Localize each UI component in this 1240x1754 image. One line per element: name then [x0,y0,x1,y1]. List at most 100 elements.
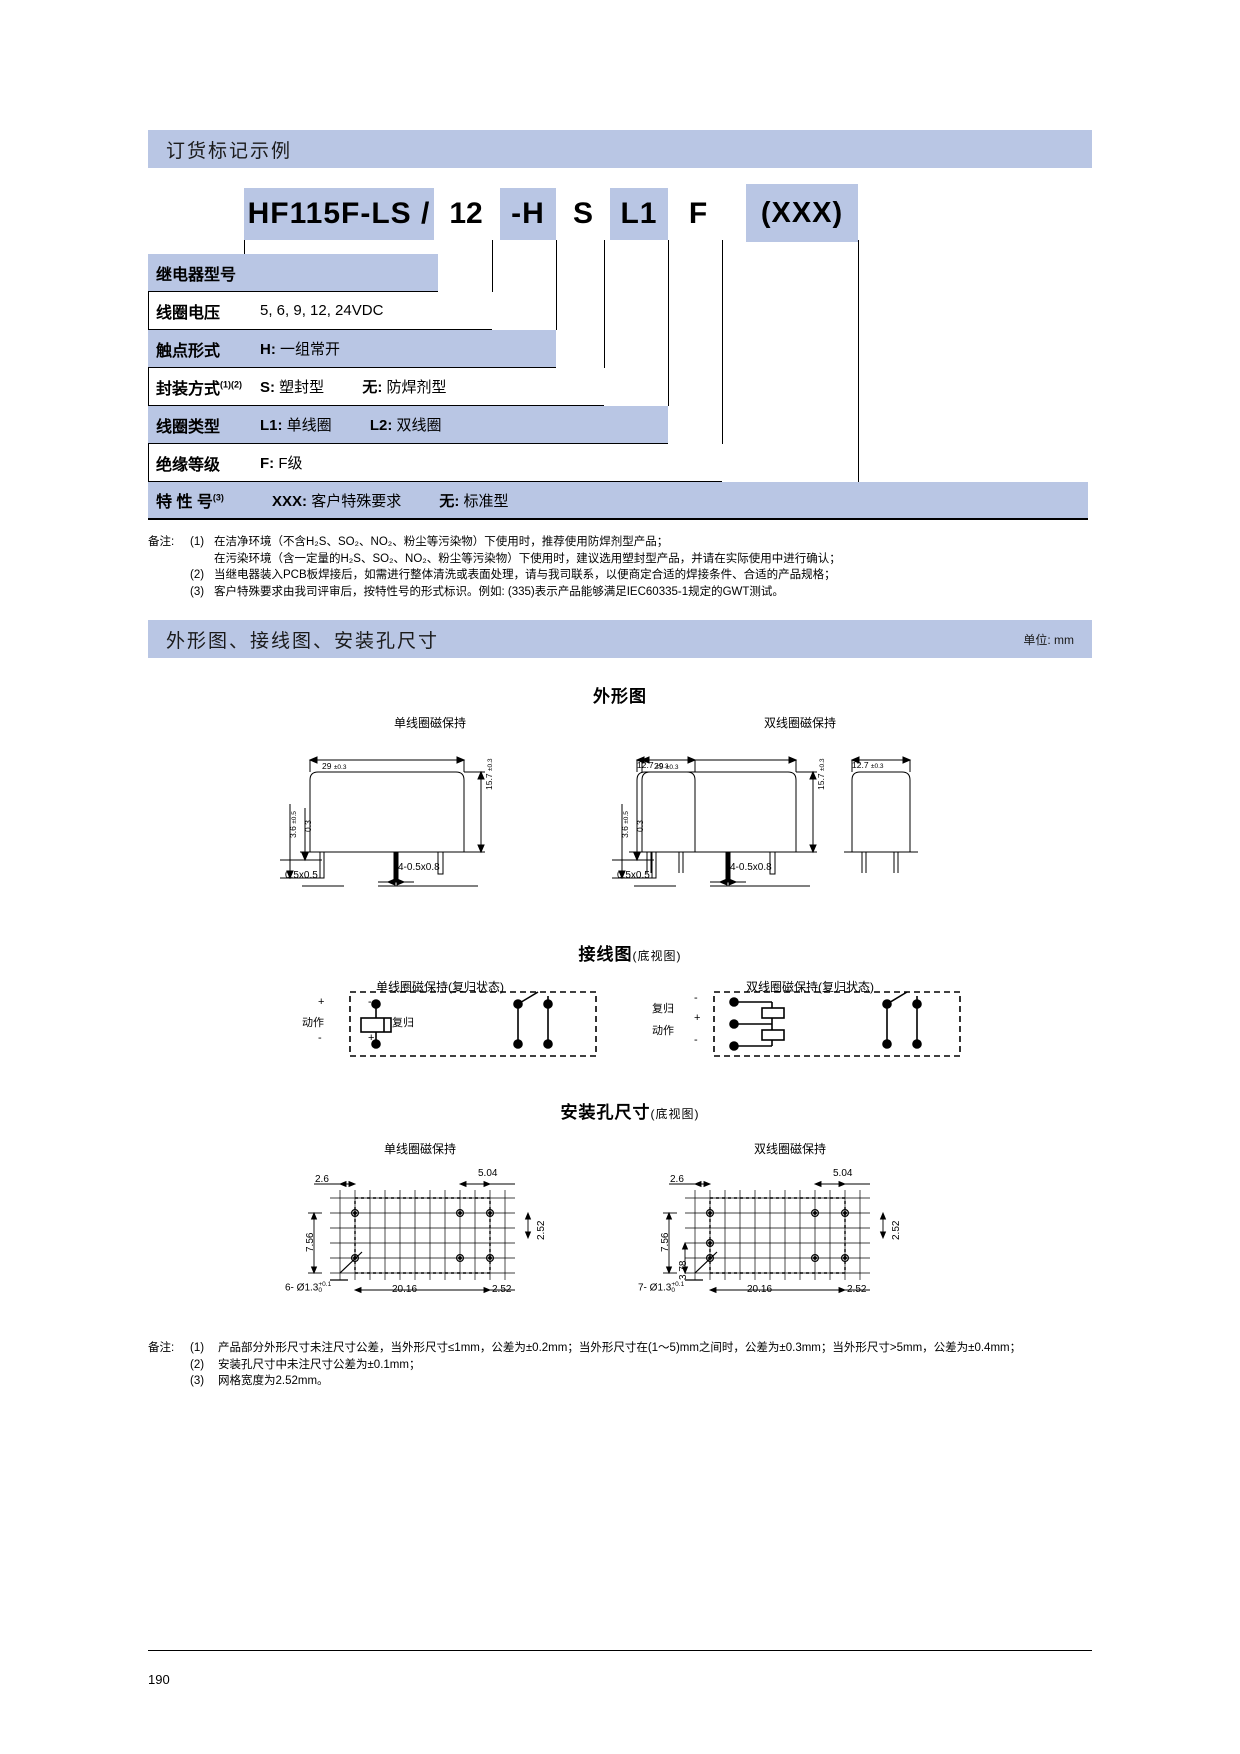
wiring-dual-p3: - [694,1034,698,1046]
pcb-layout-single [308,1180,532,1294]
section-header-drawings: 外形图、接线图、安装孔尺寸 单位: mm [148,620,1092,658]
order-row-sup: (3) [212,492,224,503]
notes-lead: 备注: [148,1342,175,1354]
drawing-notes: 备注: (1) 产品部分外形尺寸未注尺寸公差，当外形尺寸≤1mm，公差为±0.2… [148,1340,1088,1390]
connector-voltage [492,240,493,292]
order-row-label: 封装方式 [156,380,221,398]
note-text: 网格宽度为2.52mm。 [218,1375,329,1387]
dim-outline-pinlen: 3.6 ±0.5 [288,811,298,838]
order-row-coiltype: 线圈类型 L1: 单线圈 L2: 双线圈 [148,406,668,444]
order-row-value-2: 双线圈 [396,417,442,434]
dim-pcb-b-dual: 5.04 [833,1168,853,1179]
note-number: (2) [190,1358,205,1371]
code-part-model: HF115F-LS / [244,188,434,240]
dim-pcb-a-dual: 2.6 [670,1174,684,1185]
ordering-code-row: HF115F-LS / 12 -H S L1 F (XXX) [148,184,1088,242]
wiring-diagram-dual [713,991,961,1057]
dim-outline-width-dual: 29 ±0.3 [654,761,679,771]
code-part-contact: -H [500,188,556,240]
order-row-value: F级 [278,455,303,472]
dim-pcb-e: 20.16 [392,1284,418,1295]
order-row-code: S: [260,379,275,396]
dim-pcb-g-dual: 3.78 [678,1260,689,1280]
dim-pcb-f: 2.52 [492,1284,512,1295]
dim-pcb-e-dual: 20.16 [747,1284,773,1295]
outline-sideview-dual [844,756,918,873]
dim-pcb-a: 2.6 [315,1174,329,1185]
note-item: (3) 客户特殊要求由我司评审后，按特性号的形式标识。例如: (335)表示产品… [148,584,1088,601]
code-part-voltage: 12 [449,197,483,230]
ordering-code-diagram: HF115F-LS / 12 -H S L1 F (XXX) 继电器型号 线圈电… [148,184,1088,530]
notes-lead: 备注: [148,536,175,548]
order-row-label: 特 性 号 [156,494,213,511]
order-row-value: 单线圈 [286,417,332,434]
dim-outline-width: 29 ±0.3 [322,761,347,771]
pcb-layout-dual [663,1180,887,1294]
caption-pcb-dual: 双线圈磁保持 [753,1142,826,1156]
order-row-contact: 触点形式 H: 一组常开 [148,330,556,368]
section-title-ordering: 订货标记示例 [166,140,293,162]
code-part-enclosure: S [572,197,593,230]
dim-pcb-b: 5.04 [478,1168,498,1179]
order-row-code: F: [260,455,275,472]
order-row-code-2: 无: [439,492,460,510]
wiring-single-minus-bottom: - [318,1032,322,1044]
note-item: 备注: (1) 产品部分外形尺寸未注尺寸公差，当外形尺寸≤1mm，公差为±0.2… [148,1340,1088,1357]
code-part-insulation: F [688,197,708,230]
footer-divider [148,1650,1092,1651]
connector-contact [556,240,557,330]
note-text: 客户特殊要求由我司评审后，按特性号的形式标识。例如: (335)表示产品能够满足… [214,585,784,598]
dim-outline-depth-dual: 12.7 ±0.3 [852,760,884,770]
wiring-single-plus-top: + [318,996,325,1008]
note-item: 在污染环境（含一定量的H₂S、SO₂、NO₂、粉尘等污染物）下使用时，建议选用塑… [148,551,1088,568]
note-item: (3) 网格宽度为2.52mm。 [148,1373,1088,1390]
order-row-value: 塑封型 [279,379,325,396]
dim-pcb-c: 7.56 [305,1232,316,1252]
page-number: 190 [148,1672,170,1687]
code-part-coiltype: L1 [610,188,668,240]
dim-pcb-d-dual: 2.52 [891,1220,902,1240]
note-number: (2) [190,569,205,581]
order-row-code: H: [260,341,276,358]
figure-title-outline: 外形图 [593,687,647,706]
dim-outline-height-dual: 15.7 ±0.3 [816,758,826,790]
connector-coiltype [668,240,669,406]
order-row-value-2: 标准型 [463,492,509,510]
order-row-model: 继电器型号 [148,254,438,292]
order-row-insulation: 绝缘等级 F: F级 [148,444,722,482]
wiring-single-set-label: 动作 [302,1017,324,1029]
code-part-special: (XXX) [746,184,858,242]
dim-outline-depth: 12.7 ±0.3 [637,760,669,770]
dim-pcb-c-dual: 7.56 [660,1232,671,1252]
section-title-drawings: 外形图、接线图、安装孔尺寸 [166,630,440,652]
note-item: 备注: (1) 在洁净环境（不含H₂S、SO₂、NO₂、粉尘等污染物）下使用时，… [148,534,1088,551]
wiring-dual-p1: - [694,992,698,1004]
note-number: (3) [190,585,205,598]
figure-title-pcb: 安装孔尺寸(底视图) [560,1103,700,1122]
dim-pcb-f-dual: 2.52 [847,1284,867,1295]
order-row-value: 客户特殊要求 [311,492,402,510]
connector-model [244,240,245,254]
caption-wiring-dual: 双线圈磁保持(复归状态) [746,980,874,994]
wiring-diagram-single [349,991,597,1057]
order-row-value: 5, 6, 9, 12, 24VDC [260,302,384,319]
note-number: (1) [190,1342,205,1354]
caption-outline-dual: 双线圈磁保持 [763,716,836,730]
figure-title-wiring: 接线图(底视图) [578,945,682,964]
order-row-value-2: 防焊剂型 [386,379,447,396]
wiring-single-plus-bottom: + [368,1032,375,1044]
dim-outline-height: 15.7 ±0.3 [484,758,494,790]
note-text: 产品部分外形尺寸未注尺寸公差，当外形尺寸≤1mm，公差为±0.2mm；当外形尺寸… [218,1342,1022,1354]
connector-enclosure [604,240,605,368]
order-row-special: 特 性 号(3) XXX: 客户特殊要求 无: 标准型 [148,482,1088,520]
wiring-dual-p2: + [694,1012,701,1024]
outline-drawing-single [280,756,485,887]
dim-outline-pin-a: 0.5x0.5 [285,870,318,881]
connector-special [858,240,859,482]
wiring-dual-reset-label: 复归 [652,1003,674,1015]
ordering-notes: 备注: (1) 在洁净环境（不含H₂S、SO₂、NO₂、粉尘等污染物）下使用时，… [148,534,1088,600]
wiring-single-minus-top: - [368,996,372,1008]
wiring-dual-set-label: 动作 [652,1025,674,1037]
